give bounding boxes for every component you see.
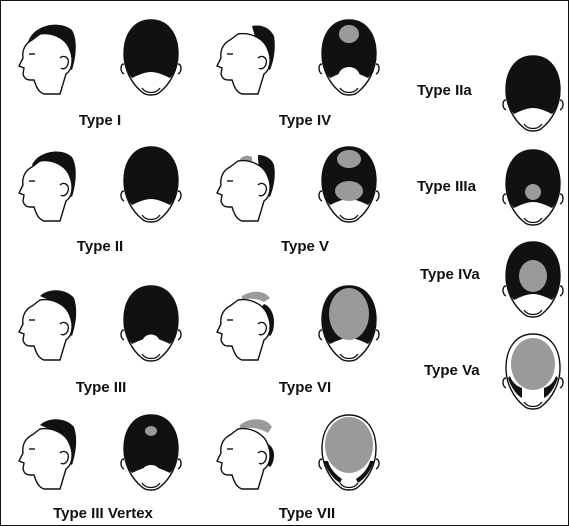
type-iii-profile bbox=[14, 280, 80, 366]
type-vi-profile bbox=[212, 280, 278, 366]
type-vii-label: Type VII bbox=[279, 505, 335, 522]
type-v-label: Type V bbox=[281, 238, 329, 255]
type-iii-label: Type III bbox=[76, 379, 127, 396]
type-iv-profile bbox=[212, 14, 278, 100]
type-ii-top bbox=[118, 141, 184, 227]
type-iv-top bbox=[316, 14, 382, 100]
type-i-label: Type I bbox=[79, 112, 121, 129]
type-v-top bbox=[316, 141, 382, 227]
type-iii-top bbox=[118, 280, 184, 366]
type-iv-label: Type IV bbox=[279, 112, 331, 129]
type-iia-top bbox=[500, 50, 566, 136]
type-iii-vertex-profile bbox=[14, 409, 80, 495]
type-i-profile bbox=[14, 14, 80, 100]
type-iii-vertex-label: Type III Vertex bbox=[53, 505, 153, 522]
type-iia-label: Type IIa bbox=[417, 82, 472, 99]
type-vi-label: Type VI bbox=[279, 379, 331, 396]
type-iiia-label: Type IIIa bbox=[417, 178, 476, 195]
type-i-top bbox=[118, 14, 184, 100]
type-iii-vertex-top bbox=[118, 409, 184, 495]
type-va-label: Type Va bbox=[424, 362, 480, 379]
type-iva-top bbox=[500, 236, 566, 322]
type-iiia-top bbox=[500, 144, 566, 230]
type-vi-top bbox=[316, 280, 382, 366]
type-va-top bbox=[500, 328, 566, 414]
type-vii-profile bbox=[212, 409, 278, 495]
type-vii-top bbox=[316, 409, 382, 495]
type-ii-profile bbox=[14, 141, 80, 227]
type-ii-label: Type II bbox=[77, 238, 123, 255]
type-v-profile bbox=[212, 141, 278, 227]
type-iva-label: Type IVa bbox=[420, 266, 480, 283]
